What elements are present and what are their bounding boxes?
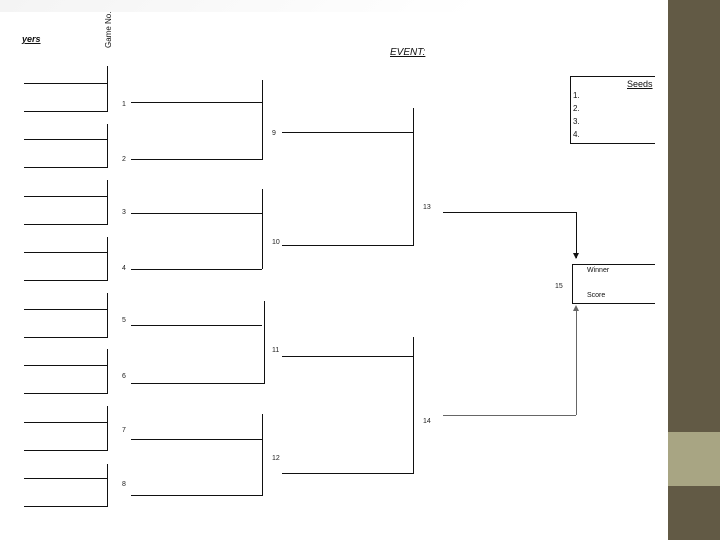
game-bracket [413, 108, 414, 246]
players-header: yers [22, 34, 41, 44]
player-line [24, 139, 108, 140]
player-bracket [107, 237, 108, 280]
game-number-header: Game No. [104, 12, 113, 48]
player-line [24, 478, 108, 479]
game-label-8: 8 [122, 481, 126, 488]
semifinal-line-bottom [443, 415, 576, 416]
game-line [131, 495, 262, 496]
seed-2: 2. [573, 104, 580, 113]
player-line [24, 337, 108, 338]
seed-3: 3. [573, 117, 580, 126]
game-label-12: 12 [272, 455, 280, 462]
game-label-2: 2 [122, 156, 126, 163]
game-line [282, 132, 413, 133]
score-label: Score [587, 292, 606, 299]
player-bracket [107, 464, 108, 506]
game-label-11: 11 [272, 347, 280, 354]
winner-box: Winner Score [572, 264, 655, 304]
arrow-up-icon [573, 305, 579, 311]
game-label-3: 3 [122, 209, 126, 216]
game-label-14: 14 [423, 418, 431, 425]
game-line [131, 102, 262, 103]
game-line [131, 159, 262, 160]
game-bracket [262, 189, 263, 269]
game-line [282, 245, 413, 246]
game-bracket [262, 80, 263, 160]
seed-1: 1. [573, 91, 580, 100]
game-line [282, 356, 413, 357]
player-line [24, 280, 108, 281]
game-line [131, 213, 262, 214]
seed-4: 4. [573, 130, 580, 139]
game-bracket [264, 301, 265, 384]
game-line [282, 473, 413, 474]
event-title: EVENT: [390, 47, 426, 58]
bracket-sheet: yers Game No. EVENT: 1 2 3 4 5 6 7 8 [0, 12, 655, 515]
game-line [131, 383, 264, 384]
player-line [24, 450, 108, 451]
semifinal-connector-top [576, 212, 577, 258]
game-bracket [262, 414, 263, 496]
game-label-13: 13 [423, 204, 431, 211]
game-label-1: 1 [122, 101, 126, 108]
game-label-6: 6 [122, 373, 126, 380]
player-bracket [107, 66, 108, 111]
player-line [24, 196, 108, 197]
game-line [131, 269, 262, 270]
player-line [24, 83, 108, 84]
game-label-5: 5 [122, 317, 126, 324]
player-line [24, 422, 108, 423]
player-line [24, 365, 108, 366]
player-line [24, 167, 108, 168]
player-line [24, 309, 108, 310]
player-bracket [107, 180, 108, 224]
game-line [131, 325, 262, 326]
game-label-9: 9 [272, 130, 276, 137]
player-line [24, 111, 108, 112]
game-label-4: 4 [122, 265, 126, 272]
semifinal-connector-bottom [576, 310, 577, 415]
player-line [24, 252, 108, 253]
seeds-box: Seeds 1. 2. 3. 4. [570, 76, 655, 144]
player-line [24, 506, 108, 507]
player-bracket [107, 406, 108, 450]
seeds-title: Seeds [627, 79, 653, 89]
winner-label: Winner [587, 267, 610, 274]
player-line [24, 393, 108, 394]
player-bracket [107, 349, 108, 393]
player-line [24, 224, 108, 225]
slide-side-accent [668, 432, 720, 486]
player-bracket [107, 124, 108, 167]
game-line [131, 439, 262, 440]
game-label-10: 10 [272, 239, 280, 246]
game-bracket [413, 337, 414, 474]
arrow-down-icon [573, 253, 579, 259]
player-bracket [107, 293, 108, 337]
game-label-7: 7 [122, 427, 126, 434]
semifinal-line-top [443, 212, 576, 213]
game-label-15: 15 [555, 283, 563, 290]
